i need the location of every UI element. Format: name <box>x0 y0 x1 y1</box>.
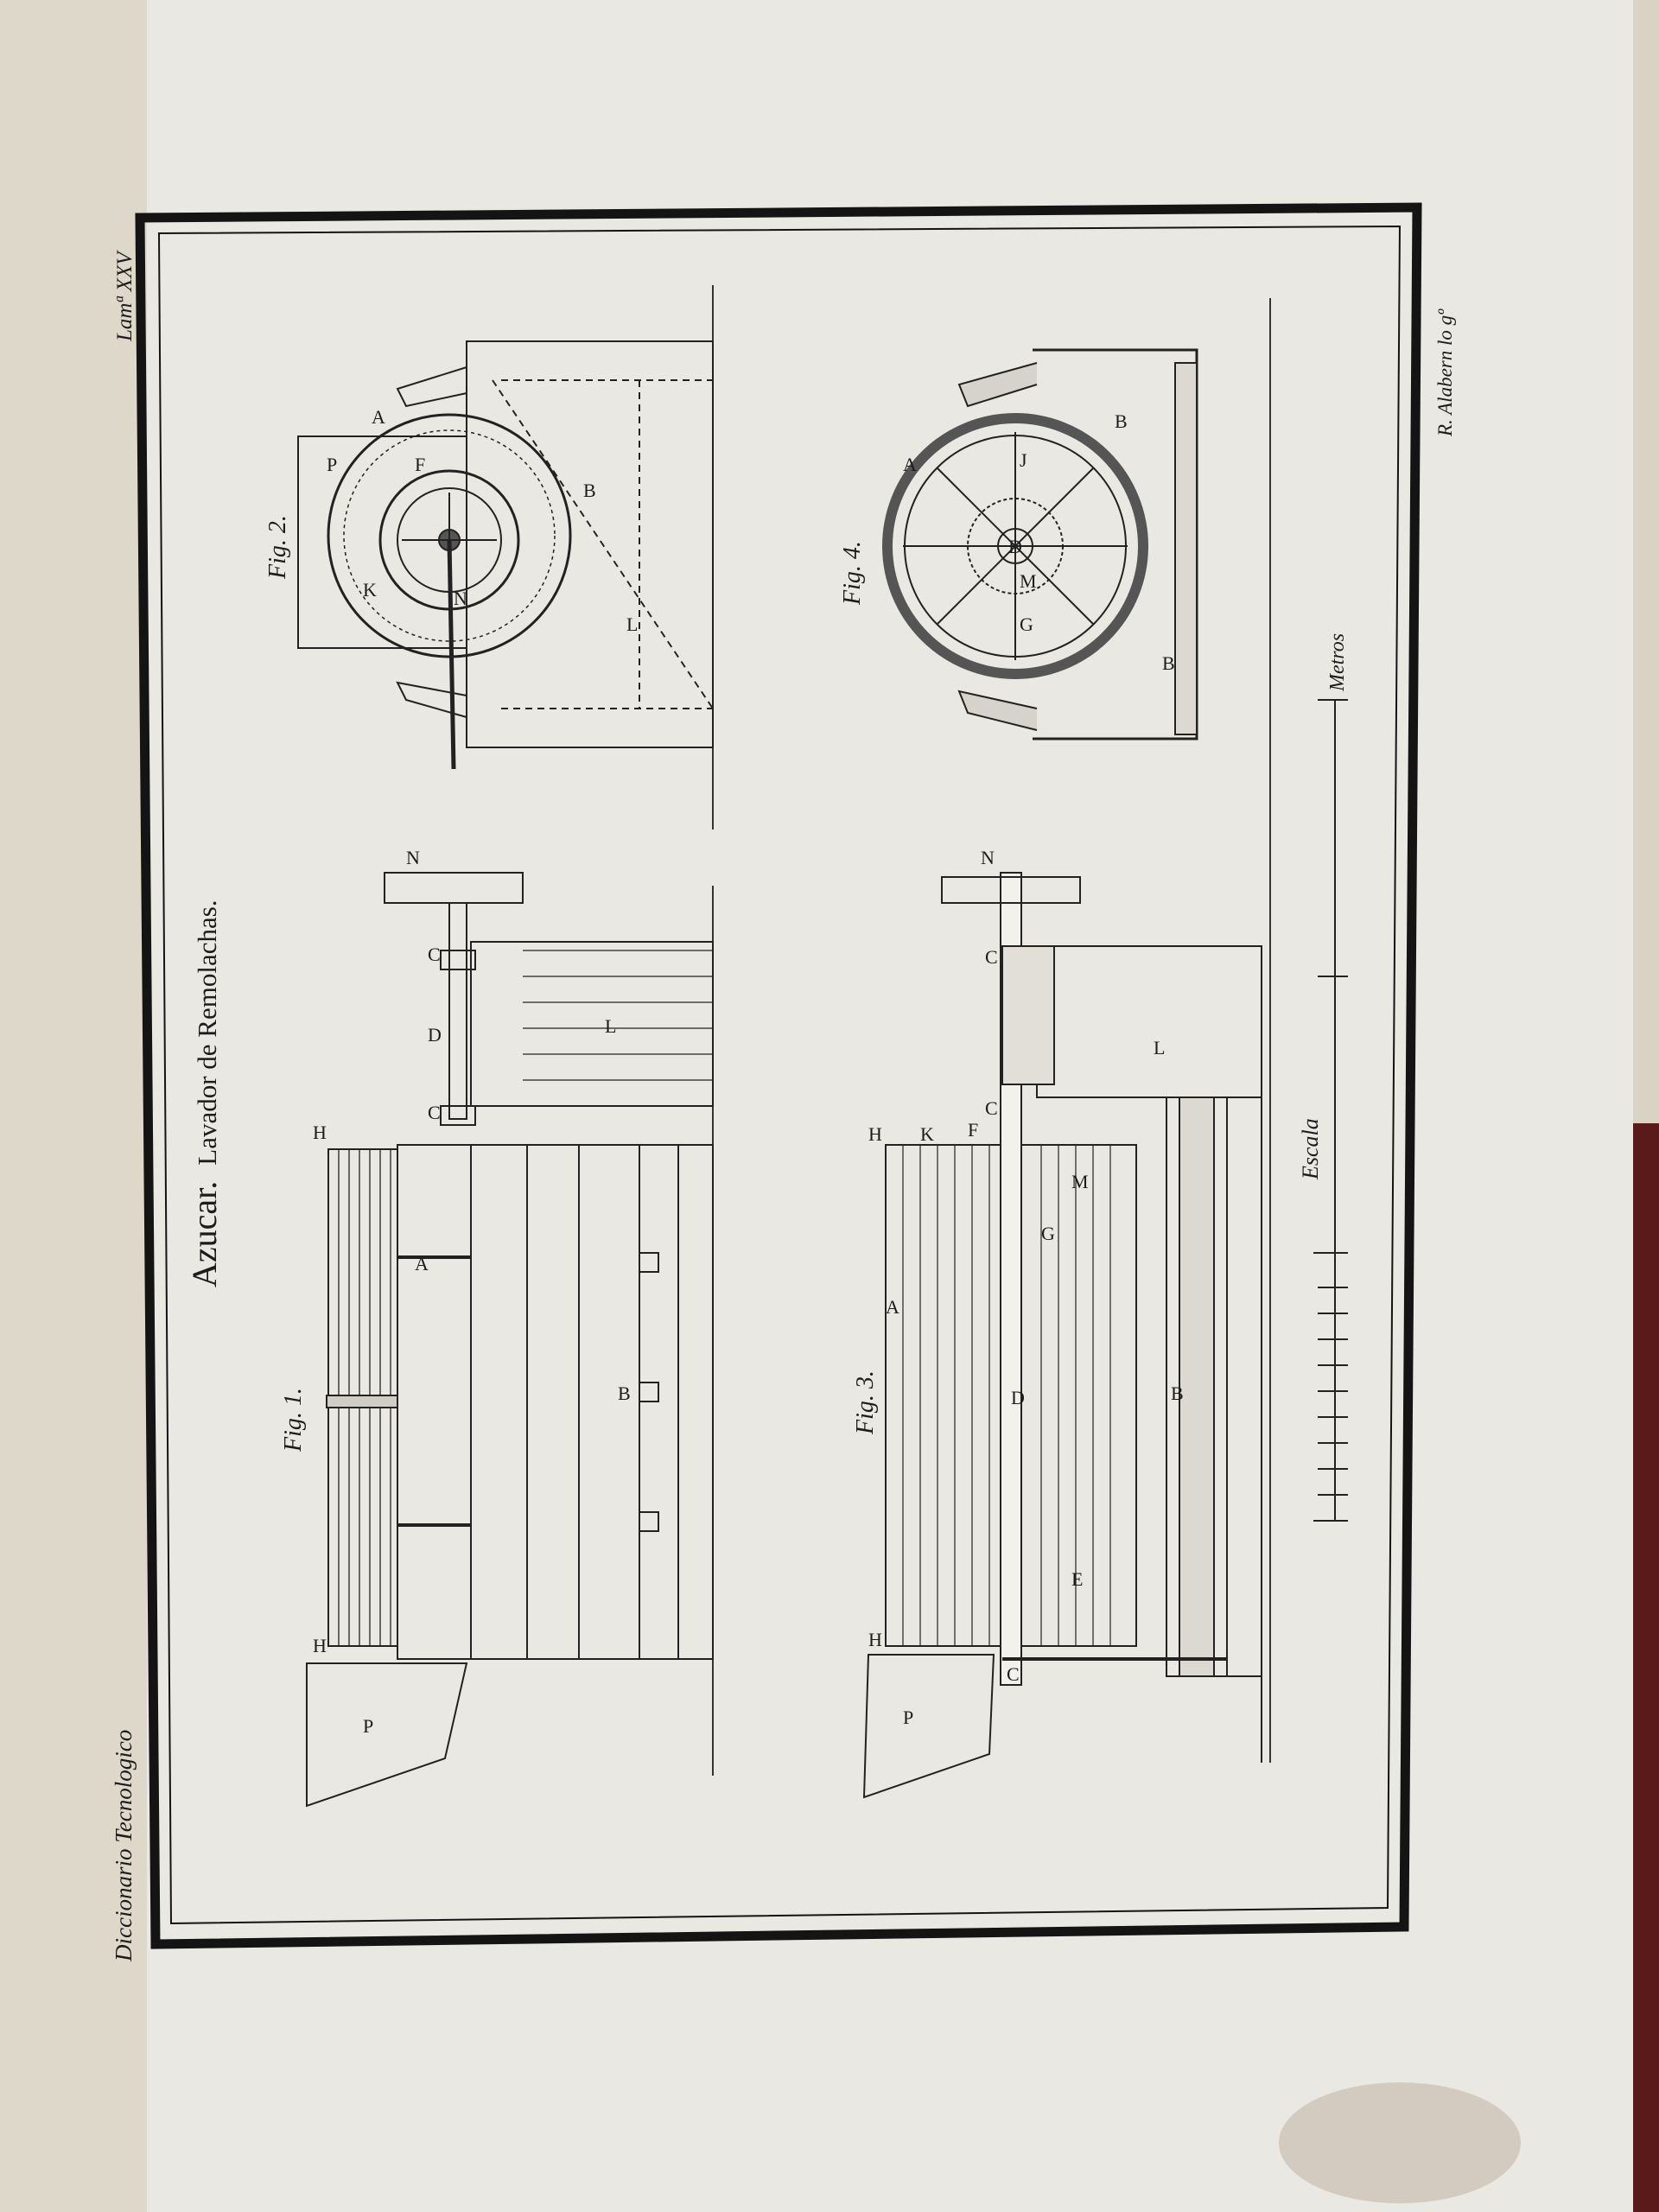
fig2-label-L: L <box>626 613 638 635</box>
fig2-label-F: F <box>415 454 425 475</box>
fig1-bearing-2 <box>440 1105 476 1126</box>
fig4-label-B1: B <box>1115 410 1128 432</box>
fig2-label-K: K <box>363 579 377 601</box>
fig4-label-hub: D <box>1008 536 1022 557</box>
fig1-label-C1: C <box>428 944 441 965</box>
scale-ticks <box>1313 699 1348 1522</box>
fig3-label-E: E <box>1071 1568 1083 1590</box>
plate-title: Azucar. Lavador de Remolachas. <box>185 899 224 1287</box>
fig1-bolt-1 <box>639 1252 659 1273</box>
fig1-label-L: L <box>605 1015 616 1037</box>
fig3-hopper <box>862 1654 995 1799</box>
plate-paper <box>147 0 1633 2212</box>
fig1-tank <box>397 1144 714 1660</box>
fig4-tank-wall <box>1174 362 1198 735</box>
fig2-drum <box>327 413 572 658</box>
fig1-label-A: A <box>415 1253 429 1274</box>
fig3-label-C2: C <box>985 1097 998 1119</box>
fig1-crate-band <box>326 1395 398 1408</box>
plate-number: Lamª XXV <box>113 250 137 342</box>
figure-4-cross-section: Fig. 4. A B B G J M D <box>839 348 1198 741</box>
fig4-letter-labels: A B B G J M D <box>903 410 1175 674</box>
fig3-label-G: G <box>1041 1223 1055 1244</box>
fig2-letter-labels: A B F K L N P <box>327 406 638 635</box>
fig2-chute-bottom <box>396 681 467 718</box>
fig1-label-H2: H <box>313 1635 327 1656</box>
fig3-label-K: K <box>920 1123 934 1145</box>
fig2-label-N: N <box>454 588 467 609</box>
fig3-label-D: D <box>1011 1387 1025 1408</box>
fig3-label-C3: C <box>1007 1663 1020 1685</box>
scale-unit: Metros <box>1326 633 1349 692</box>
fig4-drum-rim <box>882 413 1148 679</box>
fig1-bolt-2 <box>639 1382 659 1402</box>
fig2-label-P: P <box>327 454 337 475</box>
fig3-label-H2: H <box>868 1629 882 1650</box>
fig1-bolt-3 <box>639 1511 659 1532</box>
fig3-label-C1: C <box>985 946 998 968</box>
fig1-pulley <box>384 872 524 904</box>
scale-label: Escala <box>1298 1118 1323 1180</box>
fig3-label-M: M <box>1071 1171 1089 1192</box>
plate-inner-frame <box>157 225 1402 1925</box>
fig4-chute-top <box>957 362 1038 408</box>
fig3-caption: Fig. 3. <box>852 1370 879 1435</box>
fig3-label-P: P <box>903 1707 913 1728</box>
fig3-letter-labels: A B C C C D E F G H H K L M N P <box>868 847 1184 1728</box>
plate-outer-frame <box>135 202 1422 1949</box>
series-title: Diccionario Tecnologico <box>111 1730 137 1962</box>
plate-title-rest: Lavador de Remolachas. <box>192 899 222 1165</box>
engraver-credit: R. Alabern lo gº <box>1434 308 1456 437</box>
fig3-trough-fill <box>1179 1096 1215 1677</box>
fig4-label-J: J <box>1020 449 1027 471</box>
fig3-label-B: B <box>1171 1382 1184 1404</box>
fig2-caption: Fig. 2. <box>264 515 291 580</box>
fig1-label-C2: C <box>428 1102 441 1123</box>
plate-title-main: Azucar. <box>185 1181 224 1287</box>
fig1-hopper <box>306 1662 468 1808</box>
fig1-label-P: P <box>363 1715 373 1737</box>
foxing-stain <box>1279 2082 1521 2203</box>
fig1-label-D: D <box>428 1024 442 1046</box>
fig1-label-H1: H <box>313 1122 327 1143</box>
fig3-label-F: F <box>968 1119 978 1141</box>
fig1-bearing-1 <box>440 950 476 970</box>
scale-bar: Escala Metros <box>1298 633 1349 1522</box>
fig3-drain-teeth <box>1001 945 1055 1085</box>
fig3-label-H1: H <box>868 1123 882 1145</box>
fig3-label-L: L <box>1154 1037 1165 1058</box>
fig3-drum-slats <box>902 1145 1111 1646</box>
fig2-crank <box>447 539 456 770</box>
fig4-label-A: A <box>903 454 917 475</box>
fig4-label-B2: B <box>1162 652 1175 674</box>
fig4-label-G: G <box>1020 613 1033 635</box>
fig2-label-B: B <box>583 480 596 501</box>
fig1-letter-labels: A B C C D H H L N P <box>313 847 631 1737</box>
fig3-label-A: A <box>886 1296 899 1318</box>
fig3-pulley <box>941 876 1081 904</box>
fig2-drum-slats <box>343 429 556 642</box>
figure-3-section: Fig. 3. A B C C C D E F G H <box>852 847 1262 1799</box>
fig1-caption: Fig. 1. <box>280 1388 307 1452</box>
fig2-chute-top <box>396 366 467 408</box>
fig1-label-N: N <box>406 847 420 868</box>
fig1-label-B: B <box>618 1382 631 1404</box>
figure-2-end-view: Fig. 2. A B F K L N P <box>264 340 714 770</box>
fig4-chute-bottom <box>957 690 1038 731</box>
fig4-label-M: M <box>1020 570 1037 592</box>
figure-1-side-elevation: Fig. 1. A B <box>280 847 714 1808</box>
fig3-label-N: N <box>981 847 995 868</box>
fig4-caption: Fig. 4. <box>839 541 866 606</box>
fig2-label-A: A <box>372 406 385 428</box>
